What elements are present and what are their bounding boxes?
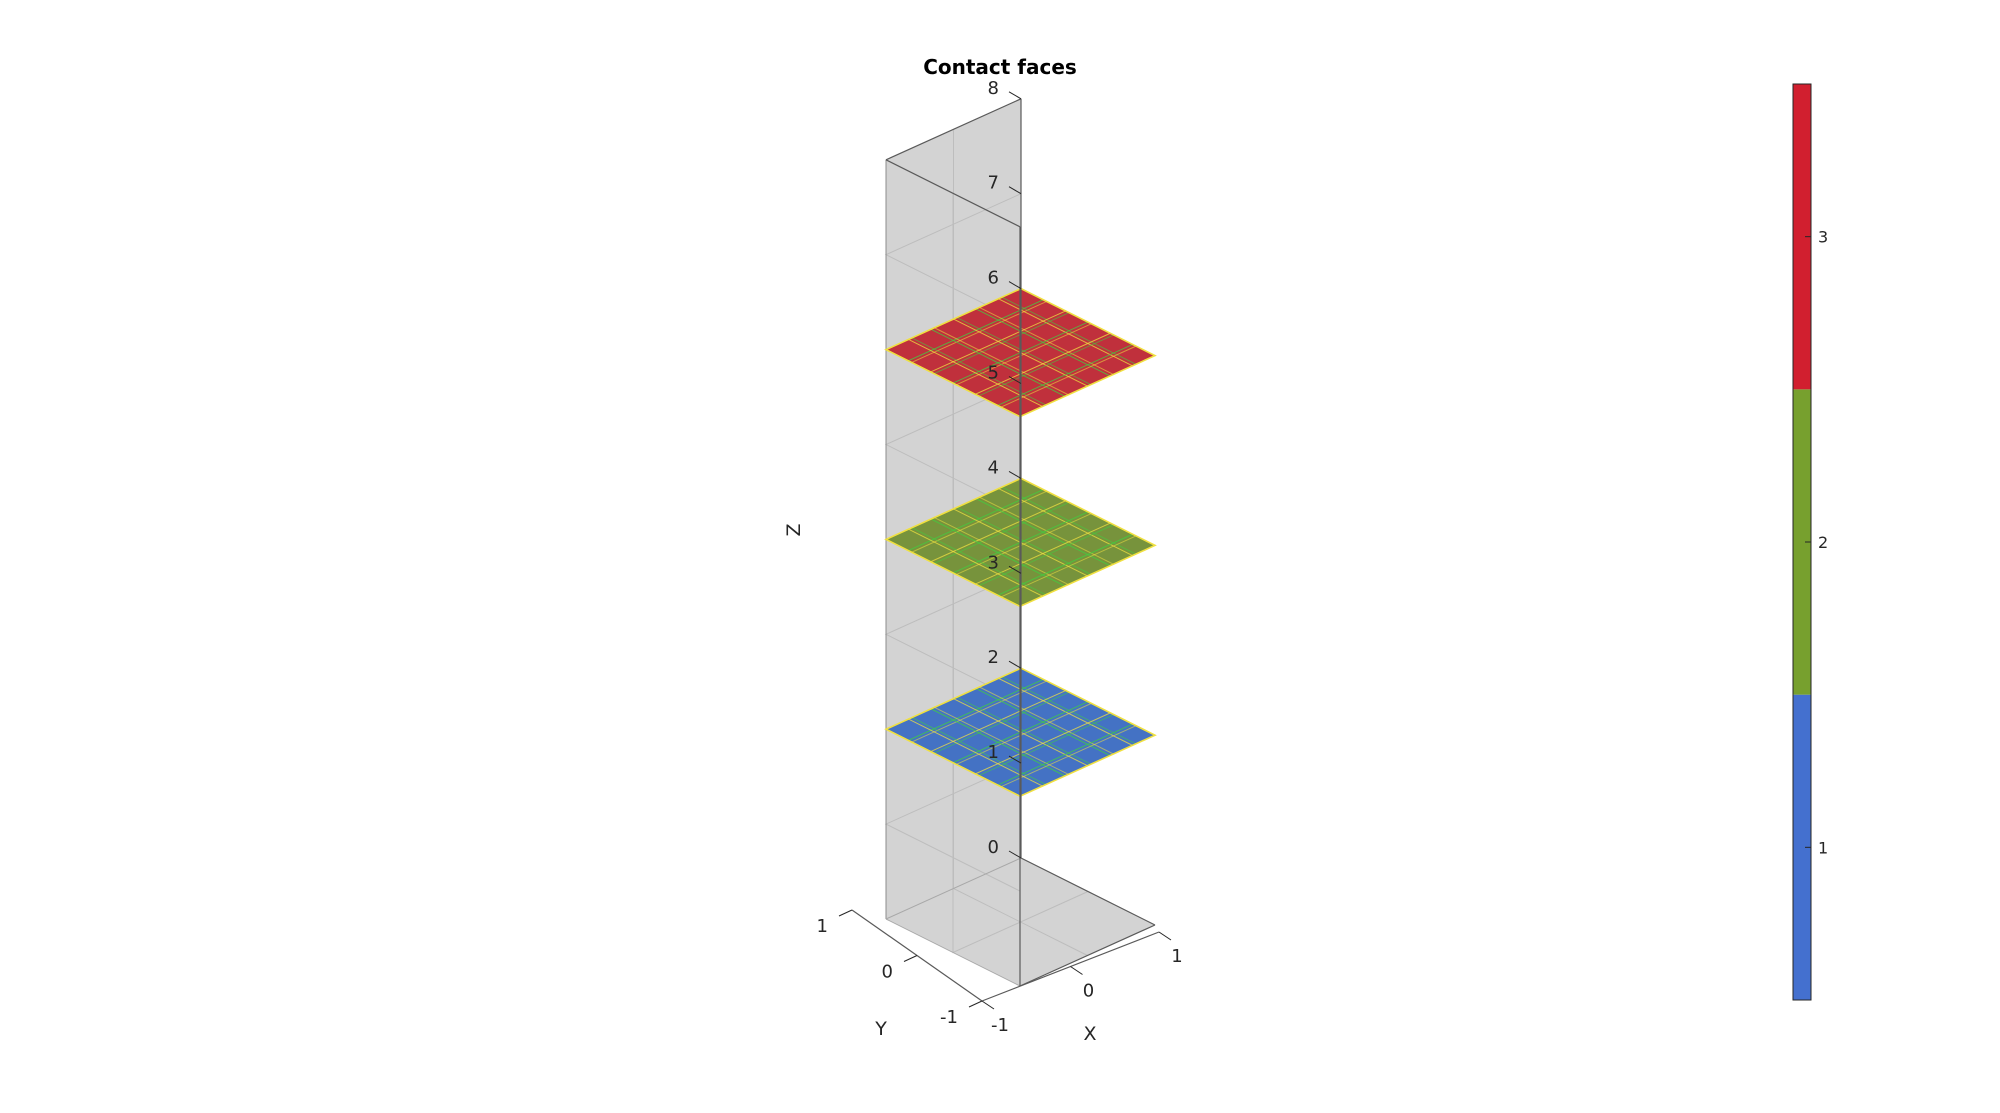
z-tick-label: 3	[988, 552, 999, 573]
mesh-line	[1000, 535, 1137, 598]
axis-box-edge	[1020, 857, 1156, 926]
back-edge	[885, 857, 1022, 920]
axis-box-edge	[1019, 924, 1156, 987]
y-tick-label: -1	[940, 1007, 958, 1028]
z-tick	[1008, 376, 1022, 384]
colorbar-segment	[1793, 389, 1811, 695]
z-axis-label: Z	[783, 523, 805, 536]
z-tick-label: 2	[988, 647, 999, 668]
axis-box-edge	[885, 159, 1021, 228]
z-tick	[1008, 660, 1022, 669]
z-tick-label: 5	[988, 363, 999, 384]
chart-title: Contact faces	[923, 55, 1077, 79]
mesh-line	[911, 337, 1047, 406]
y-tick	[903, 955, 918, 962]
y-tick-label: 0	[882, 962, 893, 983]
mesh-line	[911, 527, 1047, 596]
x-tick-label: 0	[1083, 981, 1094, 1002]
z-tick	[1008, 565, 1022, 574]
z-tick-label: 6	[988, 268, 999, 289]
x-tick-label: -1	[991, 1015, 1009, 1036]
z-tick	[1008, 186, 1022, 195]
z-tick-label: 1	[988, 742, 999, 763]
z-tick	[1008, 470, 1022, 479]
mesh-line	[1000, 725, 1137, 788]
z-tick	[1008, 850, 1022, 859]
colorbar-tick-label: 1	[1818, 838, 1828, 857]
z-tick-label: 8	[988, 78, 999, 99]
colorbar-segment	[1793, 84, 1811, 390]
colorbar-tick-label: 3	[1818, 228, 1828, 247]
x-tick-label: 1	[1171, 946, 1182, 967]
x-axis-label: X	[1083, 1023, 1096, 1045]
y-axis-label: Y	[874, 1018, 887, 1040]
y-tick	[968, 1000, 983, 1008]
z-tick	[1008, 91, 1022, 100]
colorbar-tick-label: 2	[1818, 533, 1828, 552]
z-tick	[1008, 281, 1022, 290]
x-tick	[981, 1000, 995, 1010]
back-edge	[885, 918, 1021, 987]
y-tick-label: 1	[817, 916, 828, 937]
z-tick-label: 0	[988, 837, 999, 858]
colorbar-segment	[1793, 694, 1811, 1000]
z-tick-label: 4	[988, 457, 999, 478]
colorbar: 1 2 3	[1792, 83, 1828, 1001]
y-tick	[838, 909, 853, 917]
x-tick	[1070, 966, 1083, 975]
z-tick	[1008, 755, 1022, 764]
mesh-line	[911, 717, 1047, 785]
axis-box-edge	[885, 98, 1022, 161]
axis-ticks: 0 1 2 3 4 5 6 7 8 -1 0 1 -1 0 1	[817, 78, 1183, 1036]
mesh-line	[1000, 345, 1137, 408]
z-tick-label: 7	[988, 173, 999, 194]
plot-axes: 0 1 2 3 4 5 6 7 8 -1 0 1 -1 0 1	[817, 78, 1183, 1036]
x-tick	[1158, 931, 1172, 941]
